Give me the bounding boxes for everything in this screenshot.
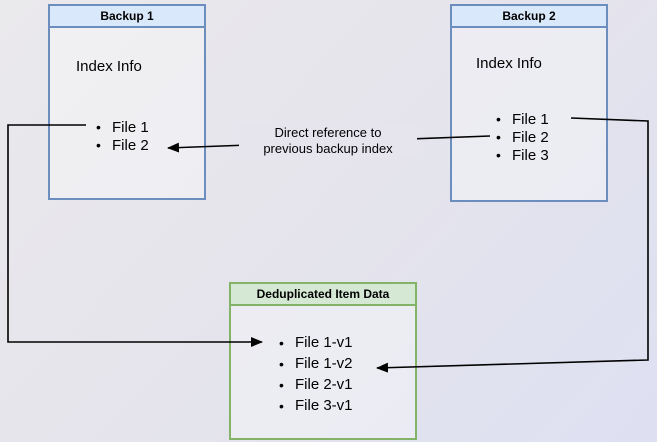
bullet-icon: •	[279, 334, 284, 351]
annotation-line-1: Direct reference to	[274, 125, 382, 140]
backup2-file-list: • File 1 • File 2 • File 3	[496, 110, 549, 164]
bullet-icon: •	[96, 119, 101, 135]
backup1-title: Backup 1	[50, 6, 204, 28]
reference-annotation: Direct reference to previous backup inde…	[239, 124, 417, 158]
bullet-icon: •	[279, 376, 284, 393]
backup2-title: Backup 2	[452, 6, 606, 28]
list-item-label: File 2-v1	[295, 376, 353, 393]
list-item: • File 1-v1	[279, 332, 353, 353]
backup1-file-list: • File 1 • File 2	[96, 118, 149, 154]
bullet-icon: •	[279, 355, 284, 372]
backup1-box: Backup 1 Index Info • File 1 • File 2	[48, 4, 206, 200]
list-item-label: File 2	[512, 128, 549, 146]
backup2-subtitle: Index Info	[476, 55, 542, 72]
list-item-label: File 2	[112, 136, 149, 154]
list-item-label: File 1-v1	[295, 334, 353, 351]
bullet-icon: •	[96, 137, 101, 153]
list-item: • File 2-v1	[279, 374, 353, 395]
list-item-label: File 1	[512, 110, 549, 128]
list-item: • File 3	[496, 146, 549, 164]
list-item-label: File 1	[112, 118, 149, 136]
list-item-label: File 3-v1	[295, 397, 353, 414]
backup1-subtitle: Index Info	[76, 58, 142, 75]
backup2-box: Backup 2 Index Info • File 1 • File 2 • …	[450, 4, 608, 202]
backup1-body: Index Info • File 1 • File 2	[50, 28, 204, 198]
dedup-box: Deduplicated Item Data • File 1-v1 • Fil…	[229, 282, 417, 440]
bullet-icon: •	[496, 111, 501, 127]
list-item-label: File 1-v2	[295, 355, 353, 372]
list-item: • File 3-v1	[279, 395, 353, 416]
bullet-icon: •	[496, 129, 501, 145]
backup2-body: Index Info • File 1 • File 2 • File 3	[452, 28, 606, 200]
bullet-icon: •	[496, 147, 501, 163]
list-item-label: File 3	[512, 146, 549, 164]
list-item: • File 2	[496, 128, 549, 146]
annotation-line-2: previous backup index	[263, 140, 393, 156]
list-item: • File 1	[496, 110, 549, 128]
list-item: • File 1	[96, 118, 149, 136]
dedup-title: Deduplicated Item Data	[231, 284, 415, 306]
dedup-body: • File 1-v1 • File 1-v2 • File 2-v1 • Fi…	[231, 306, 415, 438]
list-item: • File 1-v2	[279, 353, 353, 374]
bullet-icon: •	[279, 397, 284, 414]
dedup-file-list: • File 1-v1 • File 1-v2 • File 2-v1 • Fi…	[279, 332, 353, 416]
list-item: • File 2	[96, 136, 149, 154]
